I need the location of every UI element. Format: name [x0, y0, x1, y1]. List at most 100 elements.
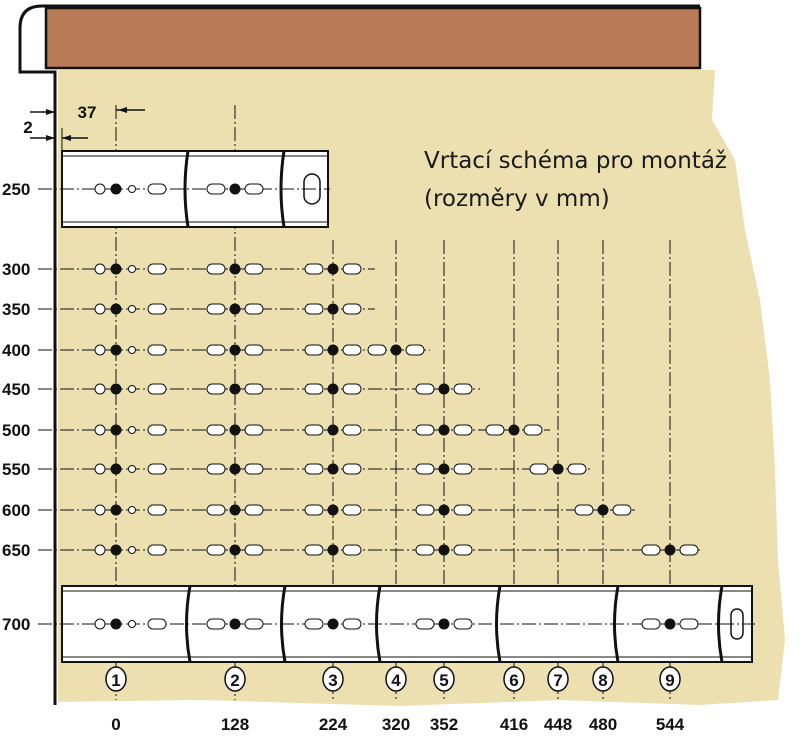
slot-hole — [206, 504, 226, 516]
drill-hole — [110, 544, 122, 556]
slot-hole — [147, 504, 167, 516]
slot-hole — [641, 618, 661, 630]
drill-hole — [110, 618, 122, 630]
column-number-circle — [105, 666, 127, 692]
column-number: 4 — [391, 671, 401, 690]
pilot-hole — [94, 463, 106, 475]
slot-hole — [453, 544, 473, 556]
slot-hole — [612, 504, 632, 516]
pilot-hole — [128, 185, 136, 193]
row-label: 250 — [2, 180, 30, 199]
slot-hole — [206, 263, 226, 275]
drill-hole — [229, 618, 241, 630]
column-number: 1 — [111, 671, 120, 690]
drill-hole — [229, 463, 241, 475]
arrow-head — [118, 107, 127, 113]
slot-hole — [567, 463, 587, 475]
drill-hole — [327, 504, 339, 516]
drill-hole — [664, 618, 676, 630]
column-position-label: 0 — [111, 715, 120, 734]
drill-hole — [438, 424, 450, 436]
dimension-label-37: 37 — [78, 103, 97, 122]
drill-hole — [664, 544, 676, 556]
column-number-circle — [659, 666, 681, 692]
slot-hole — [206, 544, 226, 556]
column-number-circle — [224, 666, 246, 692]
drill-hole — [110, 504, 122, 516]
drill-hole — [110, 344, 122, 356]
slot-hole — [415, 463, 435, 475]
slot-hole — [244, 618, 264, 630]
column-position-label: 480 — [589, 715, 617, 734]
slot-hole — [147, 303, 167, 315]
drill-hole — [229, 424, 241, 436]
slot-hole — [206, 303, 226, 315]
slot-hole — [244, 463, 264, 475]
slot-hole — [415, 504, 435, 516]
slot-hole — [342, 263, 362, 275]
slot-hole — [415, 424, 435, 436]
slot-hole — [529, 463, 549, 475]
row-label: 700 — [2, 615, 30, 634]
column-position-label: 320 — [382, 715, 410, 734]
slot-hole — [453, 504, 473, 516]
drill-hole — [552, 463, 564, 475]
pilot-hole — [94, 344, 106, 356]
drill-hole — [229, 183, 241, 195]
drill-hole — [110, 463, 122, 475]
slot-hole — [367, 344, 387, 356]
column-number-circle — [322, 666, 344, 692]
arrow-head — [46, 109, 55, 115]
slot-hole — [342, 344, 362, 356]
column-number: 9 — [665, 671, 674, 690]
drill-hole — [327, 344, 339, 356]
column-position-label: 448 — [544, 715, 572, 734]
column-position-label: 128 — [221, 715, 249, 734]
drill-hole — [597, 504, 609, 516]
slot-hole — [244, 424, 264, 436]
column-number-circle — [385, 666, 407, 692]
pilot-hole — [94, 504, 106, 516]
arrow-head — [62, 135, 71, 141]
slot-hole — [206, 463, 226, 475]
diagram-title: Vrtací schéma pro montáž (rozměry v mm) — [424, 142, 727, 218]
pilot-hole — [128, 546, 136, 554]
drill-hole — [438, 383, 450, 395]
row-label: 300 — [2, 260, 30, 279]
drill-hole — [438, 544, 450, 556]
drill-hole — [229, 344, 241, 356]
pilot-hole — [94, 303, 106, 315]
column-position-label: 352 — [430, 715, 458, 734]
slot-hole — [147, 344, 167, 356]
slot-hole — [244, 344, 264, 356]
drill-hole — [327, 263, 339, 275]
slot-hole — [206, 383, 226, 395]
slot-hole — [415, 618, 435, 630]
pilot-hole — [128, 426, 136, 434]
drill-hole — [229, 383, 241, 395]
drill-hole — [327, 544, 339, 556]
slot-hole — [342, 424, 362, 436]
column-number-circle — [547, 666, 569, 692]
board-outline — [18, 4, 700, 705]
slot-hole — [304, 424, 324, 436]
slot-hole — [342, 463, 362, 475]
wooden-board — [44, 6, 702, 70]
row-label: 400 — [2, 341, 30, 360]
pilot-hole — [94, 383, 106, 395]
slot-hole — [342, 303, 362, 315]
slot-hole — [244, 183, 264, 195]
slot-hole — [244, 544, 264, 556]
slot-hole — [147, 544, 167, 556]
drill-hole — [229, 544, 241, 556]
pilot-hole — [128, 506, 136, 514]
column-position-label: 224 — [319, 715, 348, 734]
drill-hole — [229, 303, 241, 315]
slot-hole — [304, 344, 324, 356]
slot-hole — [147, 383, 167, 395]
drill-hole — [390, 344, 402, 356]
drill-hole — [438, 618, 450, 630]
rail-joint — [183, 150, 190, 228]
drill-hole — [110, 183, 122, 195]
